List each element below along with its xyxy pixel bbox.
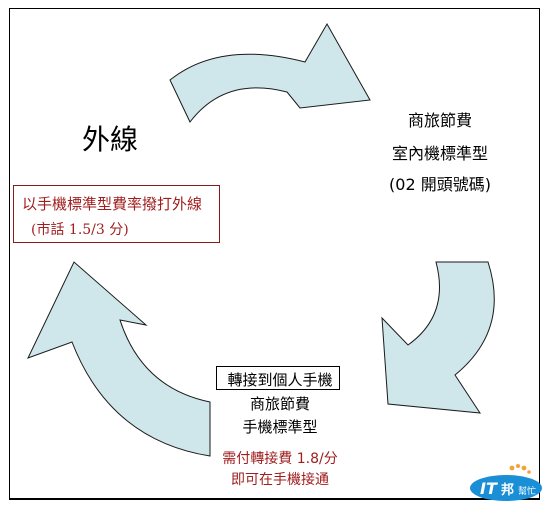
arrow-left bbox=[27, 261, 211, 457]
transfer-title: 轉接到個人手機 bbox=[227, 371, 333, 389]
logo-badge-icon bbox=[470, 475, 542, 501]
logo-text-sub: 邦 bbox=[501, 482, 514, 498]
outer-rate-price: (市話 1.5/3 分) bbox=[31, 222, 129, 238]
bottom-plan-type: 手機標準型 bbox=[242, 418, 318, 436]
logo-dots-icon bbox=[509, 464, 531, 474]
logo-text-small: 幫忙 bbox=[518, 485, 536, 497]
diagram-frame bbox=[9, 8, 540, 500]
logo-text-main: IT bbox=[480, 479, 498, 498]
outer-rate-text: 以手機標準型費率撥打外線 bbox=[22, 195, 203, 213]
right-plan-type: 室內機標準型 bbox=[391, 144, 488, 163]
right-plan-name: 商旅節費 bbox=[407, 111, 472, 130]
right-plan-note: (02 開頭號碼) bbox=[389, 175, 491, 194]
outer-line-title: 外線 bbox=[82, 123, 139, 156]
arrow-right bbox=[381, 261, 495, 414]
outer-rate-box bbox=[13, 185, 220, 243]
bottom-plan-name: 商旅節費 bbox=[249, 395, 310, 413]
ithome-logo: IT 邦 幫忙 bbox=[470, 464, 542, 501]
transfer-fee: 需付轉接費 1.8/分 bbox=[222, 451, 338, 467]
transfer-note: 即可在手機接通 bbox=[231, 472, 329, 488]
arrow-top bbox=[169, 22, 371, 123]
transfer-box bbox=[216, 366, 340, 390]
